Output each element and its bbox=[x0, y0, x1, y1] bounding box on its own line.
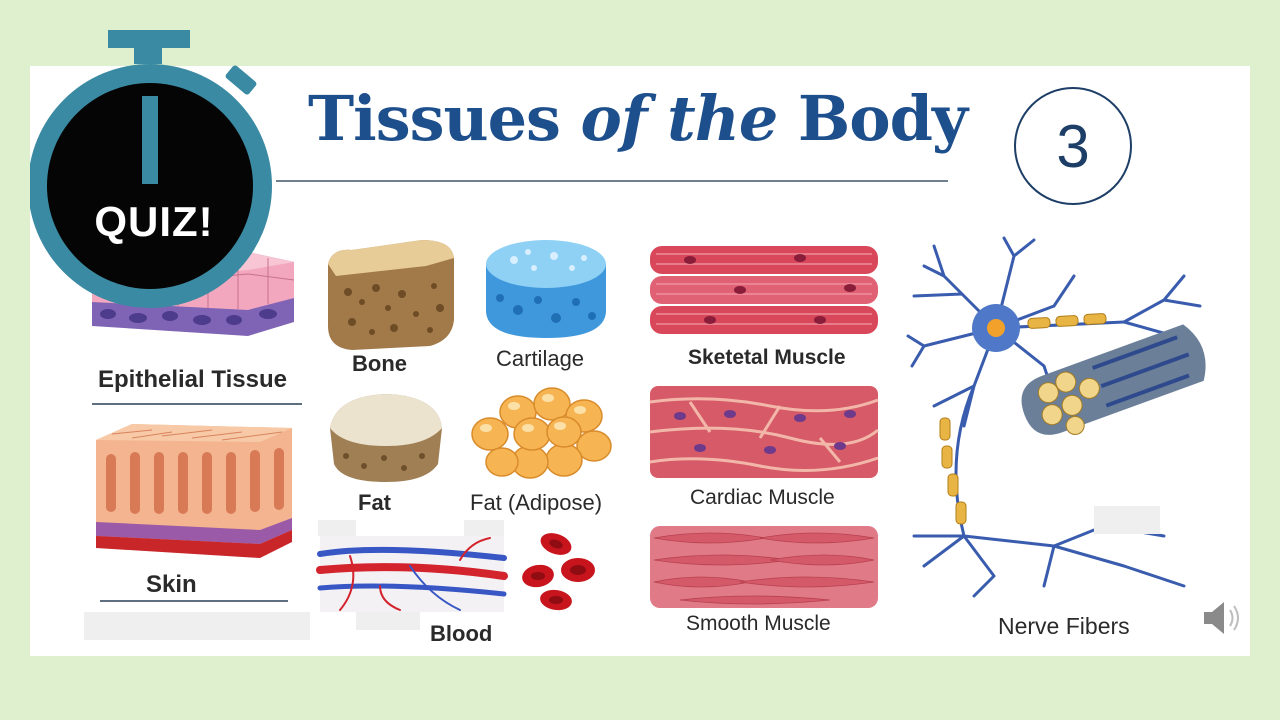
label-bone: Bone bbox=[352, 351, 407, 376]
cardiac-muscle-illustration bbox=[649, 386, 879, 478]
skin-illustration bbox=[96, 424, 292, 558]
label-skeletal-muscle: Sketetal Muscle bbox=[688, 346, 846, 369]
label-cartilage: Cartilage bbox=[496, 346, 585, 371]
epithelial-underline bbox=[92, 403, 302, 405]
stopwatch-icon bbox=[30, 30, 272, 308]
speaker-icon[interactable] bbox=[1200, 598, 1244, 638]
adipose-illustration bbox=[471, 387, 612, 479]
answer-blank-nerve bbox=[1094, 506, 1160, 534]
label-smooth-muscle: Smooth Muscle bbox=[686, 612, 831, 635]
label-adipose: Fat (Adipose) bbox=[470, 490, 603, 515]
title-underline bbox=[276, 180, 948, 182]
quiz-badge-label: QUIZ! bbox=[94, 198, 214, 245]
answer-blank-blood-left bbox=[318, 520, 356, 536]
skin-underline bbox=[100, 600, 288, 602]
answer-blank-skin bbox=[84, 612, 310, 640]
smooth-muscle-illustration bbox=[650, 526, 878, 608]
answer-blank-blood-bottom bbox=[356, 612, 420, 630]
label-fat: Fat bbox=[358, 490, 391, 515]
nerve-fibers-illustration bbox=[906, 236, 1206, 598]
label-nerve-fibers: Nerve Fibers bbox=[998, 613, 1130, 639]
blood-vessel-illustration bbox=[316, 536, 508, 612]
label-epithelial-tissue: Epithelial Tissue bbox=[98, 366, 287, 393]
slide-title: Tissues of the Body bbox=[308, 82, 968, 155]
red-blood-cells-illustration bbox=[522, 533, 595, 611]
label-cardiac-muscle: Cardiac Muscle bbox=[690, 486, 835, 509]
label-skin: Skin bbox=[146, 571, 197, 598]
slide-number-badge: 3 bbox=[1014, 87, 1132, 205]
bone-illustration bbox=[328, 240, 454, 350]
label-blood: Blood bbox=[430, 621, 493, 646]
answer-blank-blood-right bbox=[464, 520, 504, 536]
skeletal-muscle-illustration bbox=[650, 246, 878, 334]
cartilage-illustration bbox=[486, 240, 606, 338]
fat-bone-illustration bbox=[330, 394, 442, 482]
